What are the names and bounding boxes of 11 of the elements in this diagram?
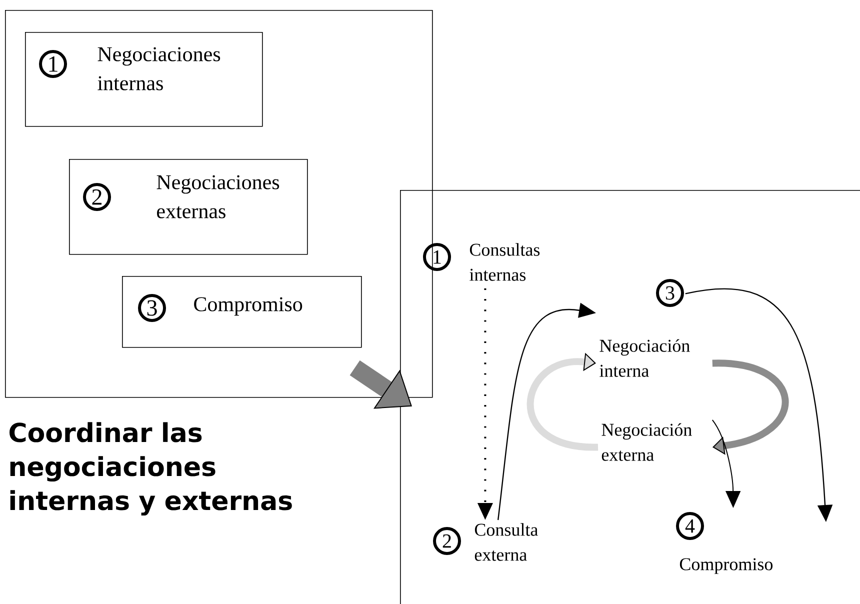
- step-label: Negociación interna: [600, 339, 690, 377]
- step-label: Negociación externa: [602, 423, 692, 461]
- curved-band-arrow: [712, 360, 789, 455]
- step-label: Compromiso: [680, 558, 773, 574]
- step-label: Consulta externa: [474, 523, 538, 561]
- panel-frame: [5, 10, 433, 398]
- panel-frame: [400, 190, 860, 604]
- curved-band-arrow: [526, 352, 598, 451]
- title: Coordinar las negociaciones internas y externas: [10, 422, 292, 516]
- block-arrow: [350, 360, 412, 409]
- step-label: Consultas internas: [470, 243, 540, 281]
